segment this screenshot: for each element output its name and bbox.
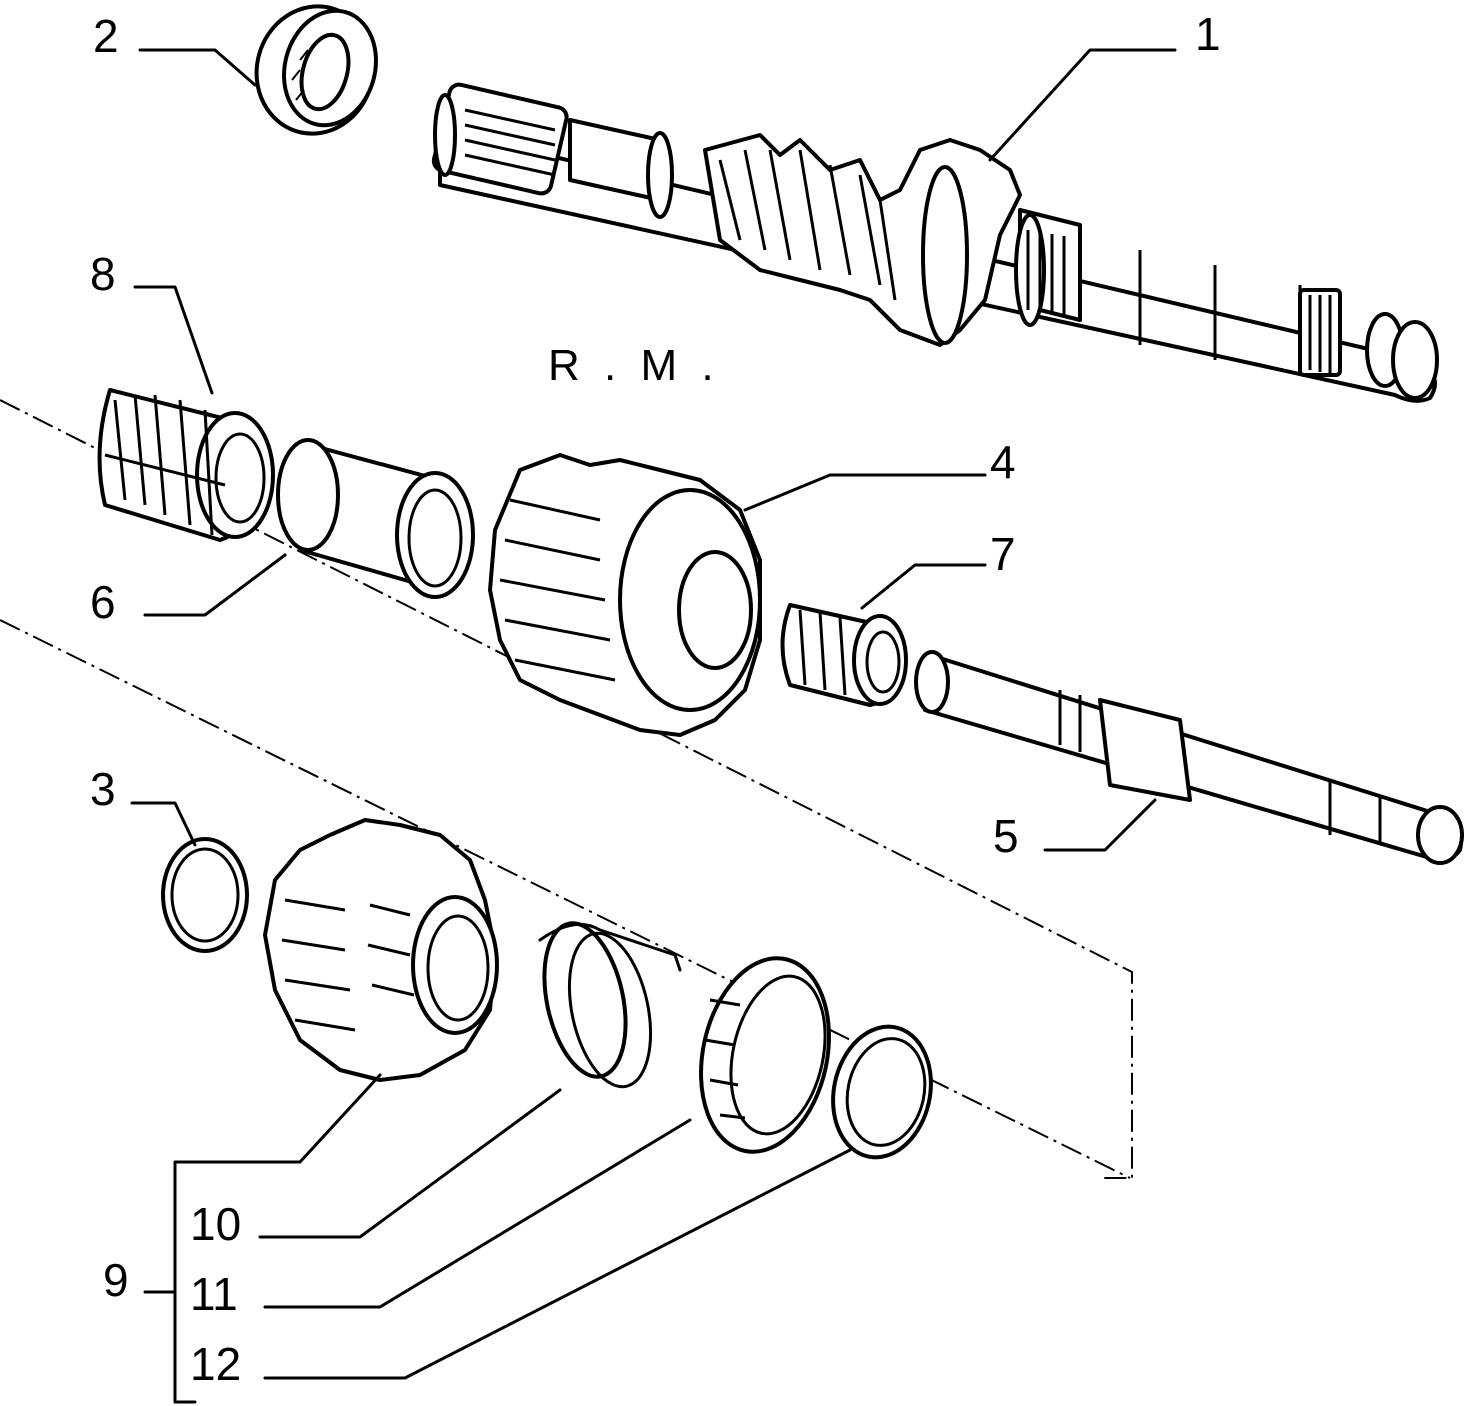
leader-7 [860, 563, 987, 610]
part-11-synchro-hub [699, 956, 831, 1154]
leader-8 [133, 285, 214, 395]
part-7-needle-bearing [780, 603, 908, 707]
leader-1 [988, 48, 1177, 162]
leader-9-bracket [143, 1073, 382, 1404]
part-1-main-shaft [431, 82, 1439, 403]
leader-5 [1043, 798, 1157, 852]
leader-6 [143, 553, 287, 617]
callout-12: 12 [190, 1338, 241, 1390]
part-10-spring [538, 921, 682, 1089]
callout-3: 3 [90, 763, 116, 815]
part-9-synchro-gear [263, 818, 499, 1082]
part-5-output-shaft [914, 650, 1464, 865]
part-8-roller-cage [97, 388, 275, 542]
callout-10: 10 [190, 1198, 241, 1250]
callout-7: 7 [990, 528, 1016, 580]
callout-2: 2 [93, 10, 119, 62]
callout-5: 5 [993, 810, 1019, 862]
leader-10 [258, 1088, 562, 1239]
rm-annotation: R . M . [548, 341, 720, 390]
leader-2 [138, 48, 257, 87]
callout-9: 9 [103, 1254, 129, 1306]
leader-12 [263, 1148, 852, 1380]
callout-11: 11 [190, 1268, 238, 1320]
leader-3 [130, 801, 197, 847]
part-3-snap-ring [161, 837, 249, 953]
part-6-spacer-tube [276, 438, 475, 599]
leader-11 [263, 1118, 692, 1309]
part-4-large-gear [488, 453, 762, 737]
part-12-synchro-ring [831, 1024, 933, 1160]
callout-1: 1 [1195, 8, 1221, 60]
leader-4 [743, 473, 987, 512]
leader-lines [130, 48, 1177, 1404]
callout-8: 8 [90, 248, 116, 300]
callout-4: 4 [990, 436, 1016, 488]
part-2-bearing [254, 4, 378, 136]
callout-6: 6 [90, 576, 116, 628]
